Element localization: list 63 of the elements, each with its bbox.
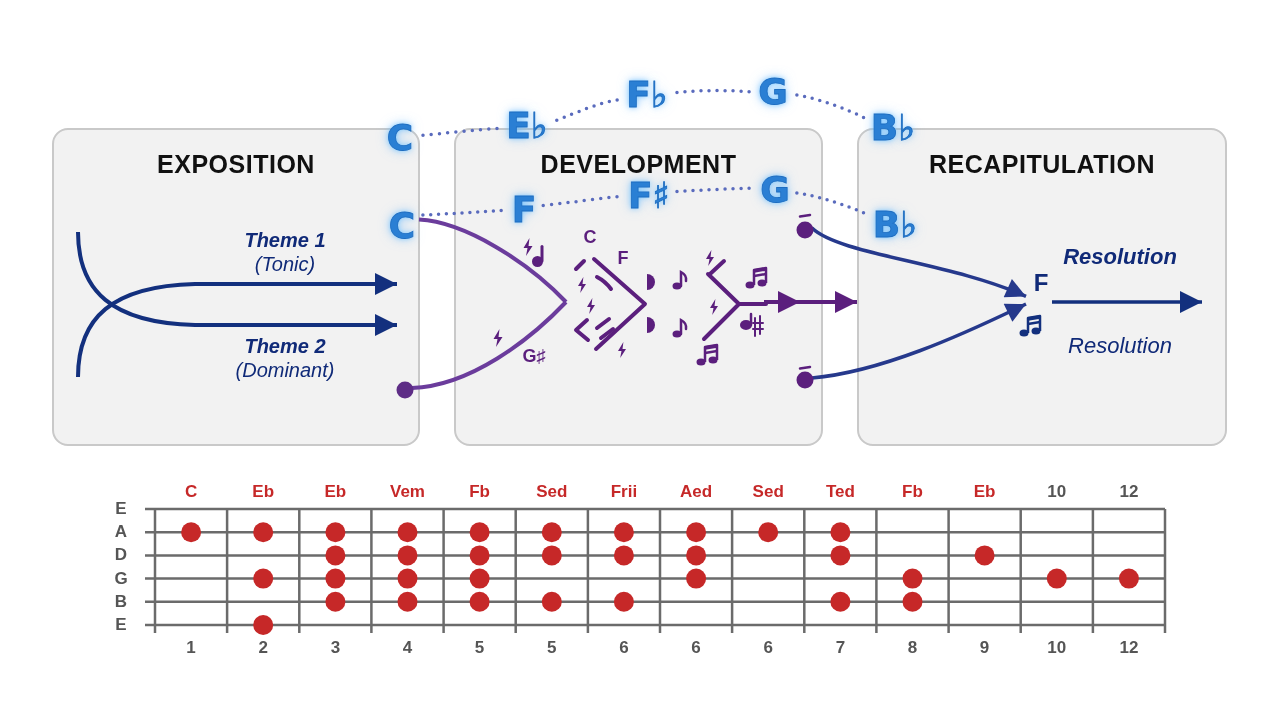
arrow-caption: (Tonic) bbox=[254, 253, 316, 275]
string-name: D bbox=[114, 546, 128, 565]
note-name: B♭ bbox=[867, 106, 919, 150]
arrow-caption: Theme 1 bbox=[244, 229, 326, 251]
arrow bbox=[764, 291, 857, 313]
column-label: 12 bbox=[1119, 482, 1139, 502]
note-name: G bbox=[755, 168, 795, 212]
section-title: RECAPITULATION bbox=[929, 149, 1155, 179]
section-title: EXPOSITION bbox=[157, 149, 315, 179]
note-name: F bbox=[1028, 268, 1054, 306]
note-head-icon bbox=[796, 212, 814, 239]
note-name: C bbox=[383, 204, 421, 248]
column-label: Fb bbox=[469, 482, 490, 502]
dot-icon bbox=[396, 381, 414, 399]
string-name: E bbox=[115, 499, 127, 519]
column-label: Eb bbox=[973, 482, 996, 502]
arrow-caption: (Dominant) bbox=[235, 359, 335, 381]
caption-text: Resolution bbox=[1068, 333, 1172, 359]
note-head-icon bbox=[796, 364, 814, 389]
note-name: B♭ bbox=[869, 203, 921, 247]
edge-label: Resolution bbox=[1063, 244, 1177, 270]
string-name: A bbox=[114, 522, 128, 542]
note-name: F♭ bbox=[621, 73, 673, 117]
fret-number: 9 bbox=[979, 638, 990, 658]
fret-number: 1 bbox=[186, 638, 196, 658]
column-label: Sed bbox=[752, 482, 784, 502]
column-label: Frii bbox=[610, 482, 638, 502]
fret-number: 6 bbox=[619, 638, 629, 658]
note-letter: C bbox=[583, 228, 597, 248]
note-letter: F bbox=[617, 249, 629, 269]
fret-number: 4 bbox=[402, 638, 413, 658]
fret-number: 7 bbox=[835, 638, 846, 658]
arrow bbox=[810, 226, 1027, 299]
note-name: F bbox=[507, 188, 541, 232]
string-name: B bbox=[114, 592, 128, 612]
fret-number: 5 bbox=[547, 638, 557, 658]
column-label: Fb bbox=[902, 482, 923, 502]
column-label: Sed bbox=[536, 482, 568, 502]
column-label: C bbox=[184, 482, 198, 502]
fret-number: 5 bbox=[474, 638, 485, 658]
string-name: E bbox=[115, 615, 127, 635]
column-label: Eb bbox=[252, 482, 275, 502]
fret-number: 6 bbox=[691, 638, 701, 658]
fret-number: 3 bbox=[330, 638, 341, 658]
note-name: G bbox=[753, 70, 793, 114]
arrow bbox=[811, 302, 1027, 380]
column-label: 10 bbox=[1047, 482, 1067, 502]
fret-number: 8 bbox=[907, 638, 918, 658]
note-name: C bbox=[381, 116, 419, 160]
column-label: Aed bbox=[680, 482, 713, 502]
arrow bbox=[1052, 291, 1202, 313]
fret-number: 10 bbox=[1047, 638, 1067, 658]
curved-line bbox=[411, 300, 568, 390]
note-letter: G♯ bbox=[522, 347, 546, 367]
column-label: Vem bbox=[390, 482, 425, 502]
fret-number: 2 bbox=[258, 638, 268, 658]
string-name: G bbox=[114, 569, 128, 588]
note-name: E♭ bbox=[501, 104, 553, 148]
column-label: Ted bbox=[825, 482, 855, 502]
fret-number: 12 bbox=[1119, 638, 1139, 658]
fret-number: 6 bbox=[763, 638, 773, 658]
column-label: Eb bbox=[324, 482, 347, 502]
arrow-caption: Theme 2 bbox=[244, 335, 326, 357]
